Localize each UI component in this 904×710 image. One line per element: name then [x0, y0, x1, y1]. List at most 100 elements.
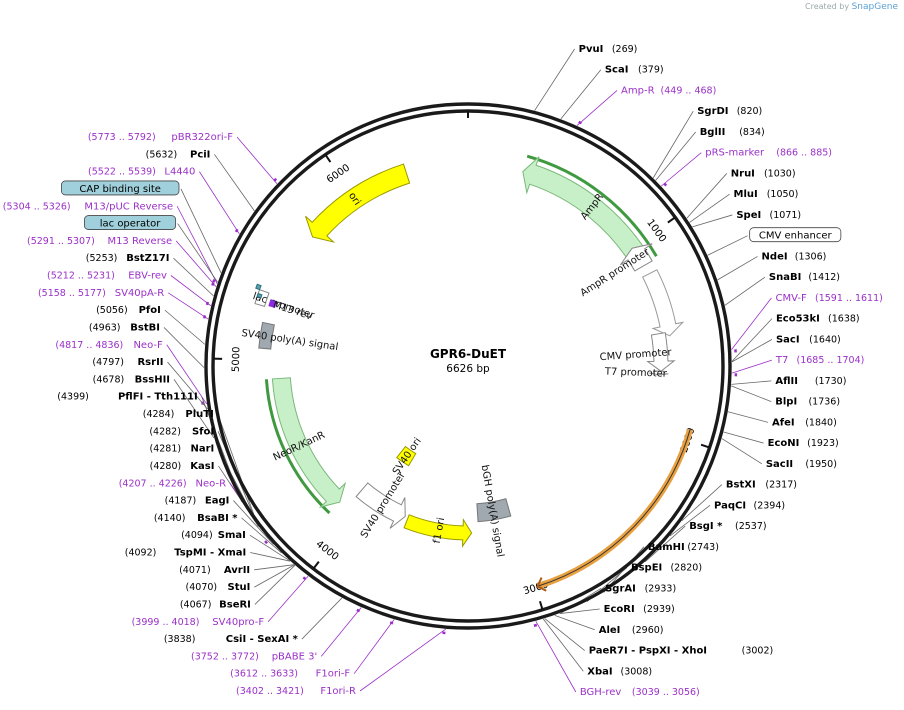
site-label-pbabe-3[interactable]: pBABE 3'(3752 .. 3772)	[191, 651, 317, 662]
site-label-pluti[interactable]: PluTI(4284)	[143, 409, 214, 420]
site-label-bamhi[interactable]: BamHI(2743)	[648, 542, 719, 553]
site-position: (3008)	[620, 666, 652, 677]
site-label-lac-operator[interactable]: lac operator	[84, 215, 177, 230]
feature-lac-operator[interactable]	[256, 292, 263, 299]
site-label-tspmi-xmai[interactable]: TspMI - XmaI(4092)	[125, 548, 246, 559]
site-label-l4440[interactable]: L4440(5522 .. 5539)	[88, 167, 195, 178]
site-position: (5632)	[146, 149, 178, 160]
site-label-sfoi[interactable]: SfoI(4282)	[149, 426, 214, 437]
site-label-saci[interactable]: SacI(1640)	[776, 334, 841, 345]
site-label-blpi[interactable]: BlpI(1736)	[775, 397, 840, 408]
site-label-sacii[interactable]: SacII(1950)	[766, 459, 837, 470]
site-label-cap-binding-site[interactable]: CAP binding site	[60, 180, 180, 196]
feature-sv40-promoter[interactable]	[355, 482, 406, 529]
site-label-sv40pa-r[interactable]: SV40pA-R(5158 .. 5177)	[38, 288, 164, 299]
feature-f1-ori[interactable]	[403, 514, 473, 548]
leader-xbai	[542, 618, 584, 672]
site-label-alei[interactable]: AleI(2960)	[599, 625, 664, 636]
site-name: Neo-R	[196, 478, 227, 489]
site-label-eco53ki[interactable]: Eco53kI(1638)	[776, 314, 860, 325]
site-label-amp-r[interactable]: Amp-R(449 .. 468)	[621, 85, 716, 96]
site-position: (1923)	[807, 438, 839, 449]
tick-label-6000: 6000	[325, 162, 352, 185]
site-label-prs-marker[interactable]: pRS-marker(866 .. 885)	[705, 148, 832, 159]
site-label-csii-sexai[interactable]: CsiI - SexAI *(3838)	[164, 634, 299, 645]
site-label-cmv-f[interactable]: CMV-F(1591 .. 1611)	[775, 293, 882, 304]
site-label-t7[interactable]: T7(1685 .. 1704)	[775, 355, 864, 366]
site-label-bsshii[interactable]: BssHII(4678)	[93, 374, 170, 385]
site-label-kasi[interactable]: KasI(4280)	[150, 461, 215, 472]
feature-cap-binding-site[interactable]	[255, 283, 262, 291]
feature-m13-rev[interactable]	[268, 299, 278, 309]
site-label-bgh-rev[interactable]: BGH-rev(3039 .. 3056)	[580, 687, 700, 698]
feature-ori[interactable]	[305, 163, 411, 243]
site-label-pcii[interactable]: PciI(5632)	[146, 149, 211, 160]
site-label-smai[interactable]: SmaI(4094)	[181, 530, 246, 541]
feature-label-sv40-ori: SV40 ori	[391, 436, 424, 477]
site-label-pbr322ori-f[interactable]: pBR322ori-F(5773 .. 5792)	[88, 132, 233, 143]
site-label-sgrai[interactable]: SgrAI(2933)	[605, 583, 676, 594]
feature-bgh-poly-a-signal[interactable]	[476, 498, 512, 523]
site-label-ebv-rev[interactable]: EBV-rev(5212 .. 5231)	[47, 271, 167, 282]
site-label-ecori[interactable]: EcoRI(2939)	[604, 604, 675, 615]
site-label-m13-reverse[interactable]: M13 Reverse(5291 .. 5307)	[27, 236, 172, 247]
feature-sv40-poly-a-signal[interactable]	[258, 321, 275, 350]
site-label-rsrii[interactable]: RsrII(4797)	[92, 357, 163, 368]
site-label-pvui[interactable]: PvuI(269)	[579, 44, 638, 55]
feature-cmv-promoter[interactable]	[646, 332, 676, 372]
site-labels: PvuI(269) ScaI(379) Amp-R(449 .. 468) SgrDI…	[3, 44, 883, 698]
site-label-bsabi[interactable]: BsaBI *(4140)	[154, 513, 238, 524]
site-name: BGH-rev	[580, 687, 622, 698]
site-label-spei[interactable]: SpeI(1071)	[736, 210, 801, 221]
site-label-pflfi-tth111i[interactable]: PflFI - Tth111I(4399)	[57, 392, 197, 403]
site-label-text: lac operator	[100, 219, 161, 230]
site-position: (1730)	[815, 376, 847, 387]
site-label-neo-f[interactable]: Neo-F(4817 .. 4836)	[55, 340, 163, 351]
site-label-bstbi[interactable]: BstBI(4963)	[89, 322, 160, 333]
site-label-bseri[interactable]: BseRI(4067)	[180, 599, 251, 610]
site-label-sv40pro-f[interactable]: SV40pro-F(3999 .. 4018)	[132, 617, 265, 628]
leader-sgrdi	[652, 111, 694, 179]
site-position: (1412)	[808, 272, 840, 283]
site-label-bglii[interactable]: BglII(834)	[700, 127, 765, 138]
site-label-xbai[interactable]: XbaI(3008)	[587, 666, 652, 677]
site-label-bstz17i[interactable]: BstZ17I(5253)	[86, 253, 170, 264]
site-label-m13-puc-reverse[interactable]: M13/pUC Reverse(5304 .. 5326)	[3, 201, 173, 212]
site-label-bspei[interactable]: BspEI(2820)	[631, 563, 702, 574]
site-label-bsgi[interactable]: BsgI *(2537)	[689, 521, 766, 532]
site-label-stui[interactable]: StuI(4070)	[186, 582, 251, 593]
site-name: SnaBI	[769, 272, 801, 283]
site-label-eagi[interactable]: EagI(4187)	[165, 496, 230, 507]
site-label-pfoi[interactable]: PfoI(5056)	[96, 305, 161, 316]
site-label-f1ori-f[interactable]: F1ori-F(3612 .. 3633)	[230, 669, 350, 680]
site-label-avrii[interactable]: AvrII(4071)	[179, 565, 250, 576]
primer-mark-pbr322ori-f	[273, 177, 278, 182]
site-label-scai[interactable]: ScaI(379)	[605, 65, 664, 76]
site-label-ndei[interactable]: NdeI(1306)	[762, 251, 827, 262]
site-label-aflii[interactable]: AflII(1730)	[775, 376, 846, 387]
site-label-snabi[interactable]: SnaBI (1412)	[769, 272, 840, 283]
site-label-f1ori-r[interactable]: F1ori-R(3402 .. 3421)	[236, 686, 356, 697]
site-label-afei[interactable]: AfeI(1840)	[772, 417, 837, 428]
site-label-bstxi[interactable]: BstXI(2317)	[726, 480, 797, 491]
site-label-box	[84, 215, 177, 230]
site-name: SV40pro-F	[212, 617, 264, 628]
feature-sv40-ori[interactable]	[396, 445, 417, 467]
site-label-paqci[interactable]: PaqCI(2394)	[714, 500, 785, 511]
site-label-nrui[interactable]: NruI(1030)	[731, 168, 796, 179]
site-label-cmv-enhancer[interactable]: CMV enhancer	[749, 227, 842, 243]
site-label-sgrdi[interactable]: SgrDI(820)	[697, 106, 762, 117]
site-label-nari[interactable]: NarI(4281)	[150, 444, 215, 455]
feature-gpr6-arc[interactable]	[536, 428, 693, 590]
site-label-paer7i-pspxi-xhoi[interactable]: PaeR7I - PspXI - XhoI(3002)	[589, 646, 773, 657]
site-label-neo-r[interactable]: Neo-R(4207 .. 4226)	[119, 478, 226, 489]
site-label-econi[interactable]: EcoNI(1923)	[768, 438, 839, 449]
feature-cmv-enhancer[interactable]	[642, 269, 685, 337]
site-label-mlui[interactable]: MluI(1050)	[734, 189, 799, 200]
feature-ampr-promoter[interactable]	[620, 243, 653, 272]
feature-neor-kanr[interactable]	[271, 377, 347, 508]
tick-label-5000: 5000	[231, 346, 243, 372]
site-name: RsrII	[137, 357, 163, 368]
feature-ampr[interactable]	[522, 156, 652, 271]
feature-t7-promoter[interactable]	[649, 370, 669, 376]
